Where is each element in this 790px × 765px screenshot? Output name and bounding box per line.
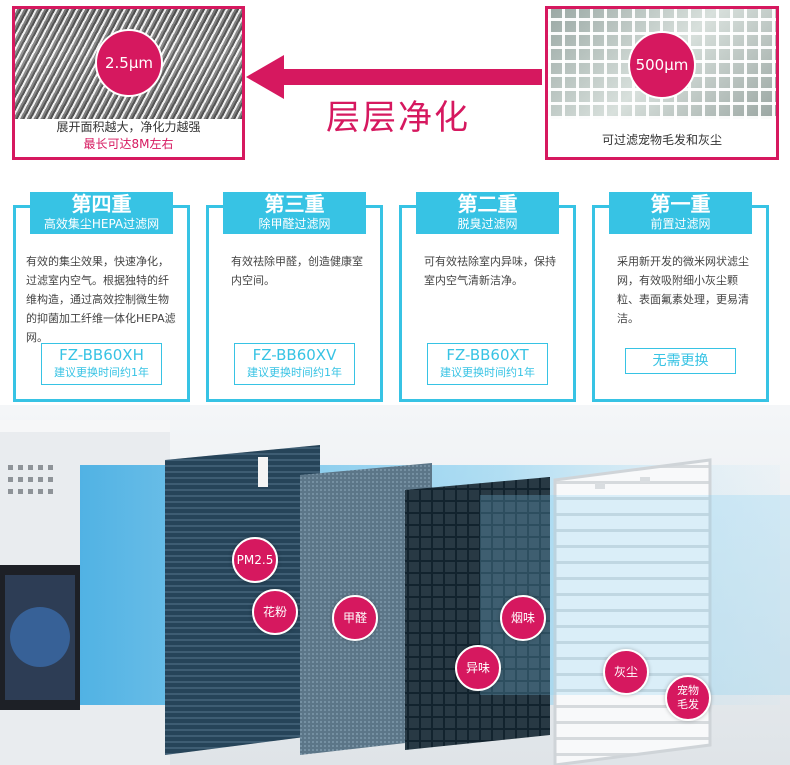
card-header: 第四重 高效集尘HEPA过滤网 — [30, 192, 173, 234]
card-fourth-layer: 第四重 高效集尘HEPA过滤网 有效的集尘效果，快速净化，过滤室内空气。根据独特… — [13, 192, 190, 402]
replace-interval: 建议更换时间约1年 — [54, 366, 149, 379]
arrow-left-icon — [246, 55, 542, 99]
hepa-closeup-caption: 展开面积越大，净化力越强 最长可达8M左右 — [15, 119, 242, 153]
micron-badge-prefilter: 500μm — [628, 31, 696, 99]
filter-stack-illustration — [0, 405, 790, 765]
model-box: FZ-BB60XT 建议更换时间约1年 — [427, 343, 548, 385]
replace-interval: 建议更换时间约1年 — [440, 366, 535, 379]
bubble-odor: 异味 — [455, 645, 501, 691]
hepa-caption-highlight: 最长可达8M左右 — [83, 137, 174, 151]
headline: 层层净化 — [326, 98, 470, 138]
card-layer-name: 前置过滤网 — [650, 217, 711, 231]
bubble-pollen: 花粉 — [252, 589, 298, 635]
model-code: FZ-BB60XV — [252, 346, 337, 364]
bubble-formaldehyde: 甲醛 — [332, 595, 378, 641]
prefilter-mesh-closeup: 500μm 可过滤宠物毛发和灰尘 — [545, 6, 779, 160]
card-third-layer: 第三重 除甲醛过滤网 有效祛除甲醛，创造健康室内空间。 FZ-BB60XV 建议… — [206, 192, 383, 402]
card-layer-name: 除甲醛过滤网 — [258, 217, 331, 231]
micron-badge-hepa: 2.5μm — [95, 29, 163, 97]
prefilter-caption-text: 可过滤宠物毛发和灰尘 — [601, 133, 722, 147]
card-layer-number: 第三重 — [264, 192, 325, 216]
card-first-layer: 第一重 前置过滤网 采用新开发的微米网状滤尘网，有效吸附细小灰尘颗粒、表面氟素处… — [592, 192, 769, 402]
model-box: FZ-BB60XH 建议更换时间约1年 — [41, 343, 162, 385]
hepa-caption-text: 展开面积越大，净化力越强 — [56, 120, 201, 134]
card-header: 第一重 前置过滤网 — [609, 192, 752, 234]
replace-interval: 建议更换时间约1年 — [247, 366, 342, 379]
card-layer-name: 脱臭过滤网 — [457, 217, 518, 231]
bubble-smoke: 烟味 — [500, 595, 546, 641]
bubble-pm25: PM2.5 — [232, 537, 278, 583]
card-description: 有效祛除甲醛，创造健康室内空间。 — [231, 255, 363, 287]
no-replace-badge: 无需更换 — [625, 348, 736, 374]
card-description: 可有效祛除室内异味，保持室内空气清新洁净。 — [424, 255, 556, 287]
hepa-fiber-closeup: 2.5μm 展开面积越大，净化力越强 最长可达8M左右 — [12, 6, 245, 160]
card-description: 采用新开发的微米网状滤尘网，有效吸附细小灰尘颗粒、表面氟素处理，更易清洁。 — [617, 255, 749, 325]
model-code: FZ-BB60XT — [446, 346, 529, 364]
bubble-pet-hair: 宠物毛发 — [665, 675, 711, 721]
prefilter-closeup-caption: 可过滤宠物毛发和灰尘 — [548, 132, 776, 149]
card-second-layer: 第二重 脱臭过滤网 可有效祛除室内异味，保持室内空气清新洁净。 FZ-BB60X… — [399, 192, 576, 402]
card-layer-number: 第二重 — [457, 192, 518, 216]
model-box: FZ-BB60XV 建议更换时间约1年 — [234, 343, 355, 385]
filter-layers-scene: PM2.5 花粉 甲醛 烟味 异味 灰尘 宠物毛发 — [0, 405, 790, 765]
model-code: FZ-BB60XH — [59, 346, 144, 364]
card-header: 第三重 除甲醛过滤网 — [223, 192, 366, 234]
card-header: 第二重 脱臭过滤网 — [416, 192, 559, 234]
card-description: 有效的集尘效果，快速净化，过滤室内空气。根据独特的纤维构造，通过高效控制微生物的… — [26, 255, 176, 344]
card-layer-name: 高效集尘HEPA过滤网 — [43, 217, 160, 231]
bubble-dust: 灰尘 — [603, 649, 649, 695]
card-layer-number: 第一重 — [650, 192, 711, 216]
card-layer-number: 第四重 — [71, 192, 132, 216]
